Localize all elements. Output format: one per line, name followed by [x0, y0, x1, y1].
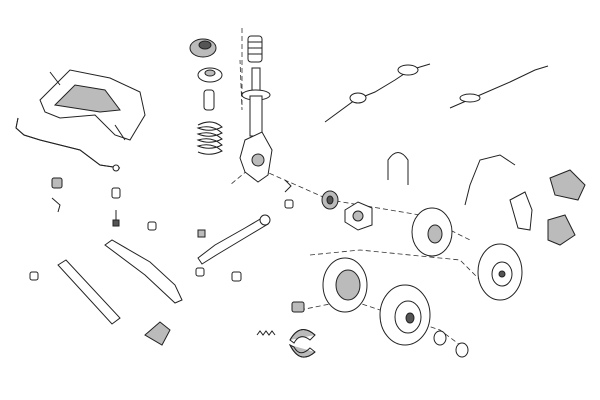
brake-drum [379, 284, 431, 346]
shock-absorber [241, 67, 271, 137]
brake-hose [464, 154, 516, 206]
rear-axle-beam [57, 259, 121, 325]
brake-backing-plate [322, 257, 368, 313]
wheel-hub [344, 201, 373, 231]
stabilizer-bar [15, 117, 121, 172]
hub-nut [433, 330, 447, 346]
trailing-arm [104, 239, 183, 304]
dust-cap [455, 342, 469, 358]
wheel-bearing [321, 190, 339, 210]
caliper-carrier [547, 214, 576, 246]
strut-mount [189, 38, 217, 58]
u-bolt [387, 152, 409, 185]
bump-stop-upper [247, 35, 263, 63]
handbrake-cable-right [449, 65, 549, 109]
spring-seat [197, 67, 223, 83]
control-arm [197, 214, 271, 265]
brake-caliper-bracket [509, 191, 533, 231]
coil-spring [196, 121, 223, 155]
axle-bracket [144, 321, 171, 346]
bushings-and-bolts [29, 177, 294, 282]
bump-stop [203, 89, 215, 111]
brake-disc-shield [411, 207, 453, 257]
subframe [39, 69, 146, 141]
handbrake-cable-left [324, 63, 431, 123]
brake-disc [477, 243, 523, 301]
wheel-cylinder [291, 301, 305, 313]
return-spring [256, 330, 276, 336]
brake-caliper-front [549, 169, 586, 201]
brake-shoes [288, 329, 316, 358]
steering-knuckle [239, 131, 273, 183]
